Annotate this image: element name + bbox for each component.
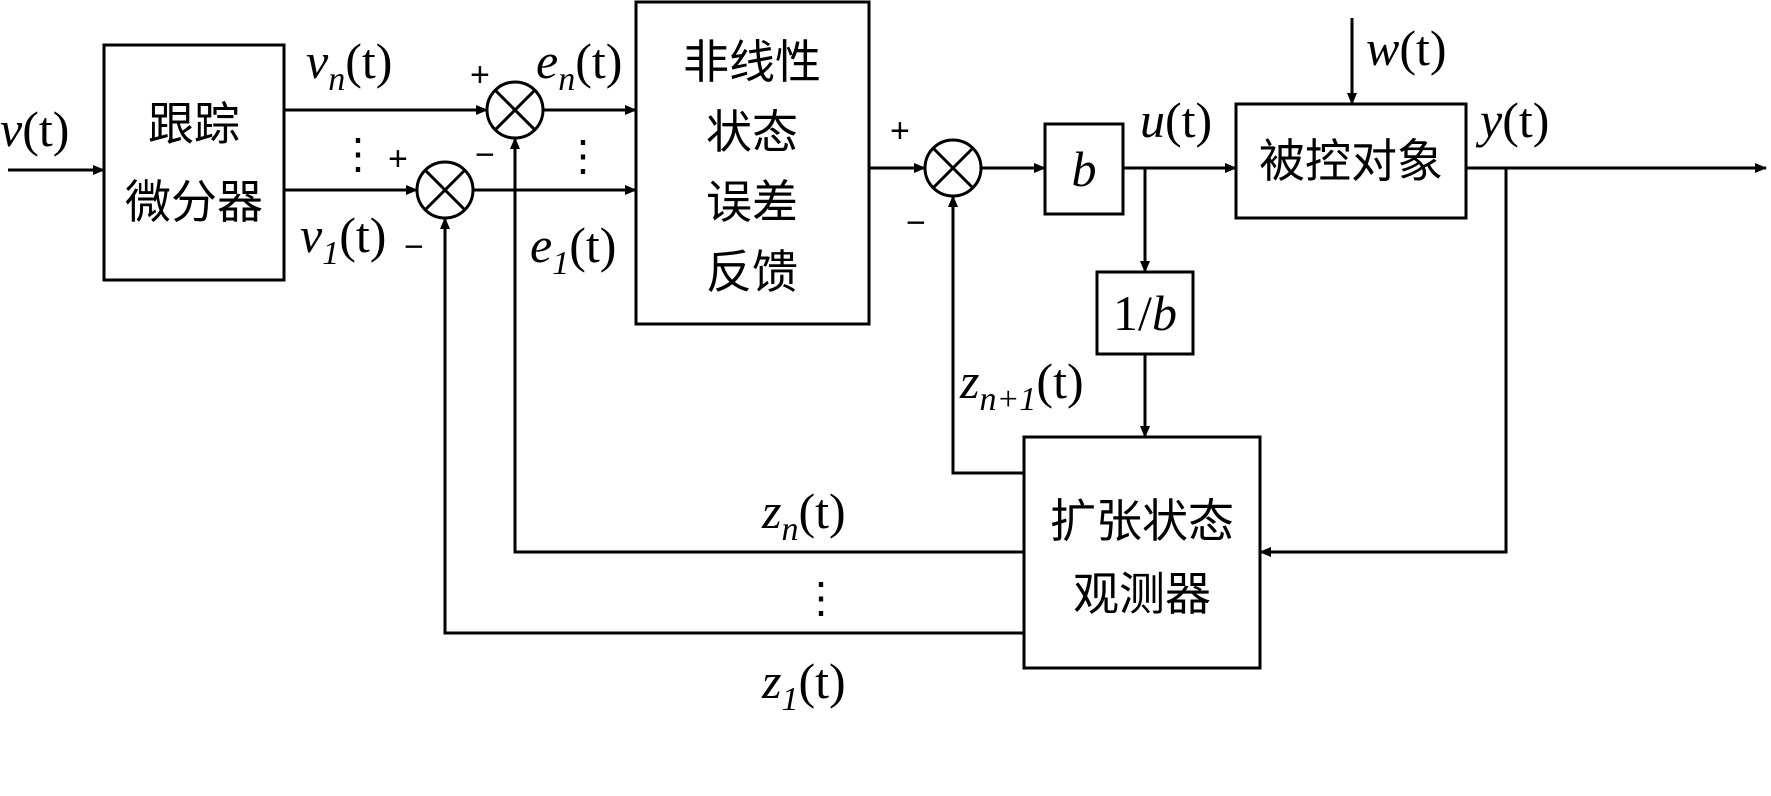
plus-sign-sum-control: + bbox=[890, 112, 910, 150]
inverse-gain-block: 1/b bbox=[1095, 270, 1195, 356]
gain-b-block: b bbox=[1043, 122, 1125, 216]
nlsef-label-line2: 状态 bbox=[706, 105, 798, 159]
signal-vn-label: vn(t) bbox=[306, 33, 392, 98]
summing-junction-control bbox=[923, 138, 983, 198]
ellipsis-z: ⋮ bbox=[800, 576, 842, 622]
zn-feedback-line bbox=[510, 137, 1024, 554]
signal-z1-label: z1(t) bbox=[761, 653, 846, 718]
signal-u-label: u(t) bbox=[1140, 92, 1212, 148]
td-label-line1: 跟踪 bbox=[148, 97, 240, 151]
y-feedback-to-eso-line bbox=[1259, 168, 1508, 557]
signal-v-label: v(t) bbox=[0, 101, 69, 157]
nonlinear-state-error-feedback-block: 非线性 状态 误差 反馈 bbox=[634, 0, 871, 326]
inverse-gain-label: 1/b bbox=[1113, 285, 1177, 341]
plus-sign-sum-n: + bbox=[470, 56, 490, 94]
gain-b-label: b bbox=[1072, 141, 1097, 197]
signal-y-label: y(t) bbox=[1475, 92, 1549, 148]
minus-sign-sum-control: − bbox=[906, 204, 926, 242]
plant-block: 被控对象 bbox=[1234, 102, 1468, 220]
signal-zn-label: zn(t) bbox=[761, 483, 846, 548]
inverse-gain-b: b bbox=[1152, 285, 1177, 341]
td-label-line2: 微分器 bbox=[125, 175, 263, 229]
nlsef-label-line4: 反馈 bbox=[706, 245, 798, 299]
signal-zn1-label: zn+1(t) bbox=[959, 353, 1084, 418]
eso-label-line1: 扩张状态 bbox=[1050, 494, 1234, 548]
signal-v1-label: v1(t) bbox=[300, 207, 386, 272]
ellipsis-e: ⋮ bbox=[562, 134, 604, 180]
plus-sign-sum-1: + bbox=[388, 140, 408, 178]
plant-label: 被控对象 bbox=[1259, 134, 1443, 188]
ellipsis-v: ⋮ bbox=[337, 132, 379, 178]
extended-state-observer-block: 扩张状态 观测器 bbox=[1022, 435, 1262, 670]
signal-en-label: en(t) bbox=[536, 33, 622, 98]
signal-e1-label: e1(t) bbox=[530, 217, 616, 282]
z1-feedback-line bbox=[440, 217, 1024, 635]
summing-junction-1 bbox=[415, 160, 475, 220]
zn1-feedback-line bbox=[948, 195, 1024, 475]
inverse-gain-numerator: 1/ bbox=[1113, 285, 1152, 341]
minus-sign-sum-n: − bbox=[475, 136, 495, 174]
summing-junction-n bbox=[485, 80, 545, 140]
nlsef-label-line3: 误差 bbox=[706, 175, 798, 229]
tracking-differentiator-block: 跟踪 微分器 bbox=[102, 43, 286, 282]
signal-w-label: w(t) bbox=[1366, 20, 1447, 76]
eso-label-line2: 观测器 bbox=[1073, 567, 1211, 621]
nlsef-label-line1: 非线性 bbox=[683, 35, 821, 89]
minus-sign-sum-1: − bbox=[404, 228, 424, 266]
